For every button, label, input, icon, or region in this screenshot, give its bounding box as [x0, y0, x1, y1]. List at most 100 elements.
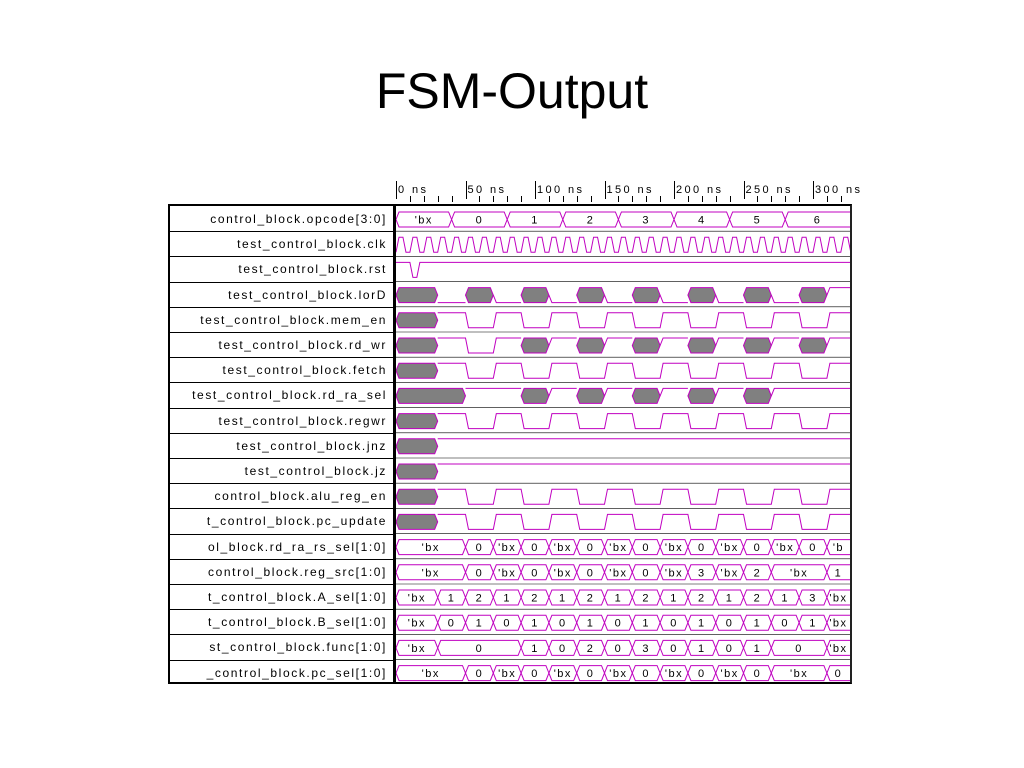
bus-value: 'bx	[665, 668, 683, 680]
bus-value: 1	[531, 215, 539, 227]
bus-value: 1	[642, 618, 650, 630]
signal-name[interactable]: test_control_block.clk	[237, 237, 387, 252]
time-minor-tick	[729, 196, 731, 202]
unknown-region	[687, 387, 717, 404]
signal-name[interactable]: test_control_block.jz	[244, 464, 387, 478]
row-separator	[170, 508, 393, 510]
bus-value: 3	[642, 643, 650, 655]
time-minor-tick	[799, 196, 801, 202]
bus-value: 'bx	[720, 542, 738, 554]
bus-value: 0	[476, 215, 484, 227]
bus-value: 0	[726, 643, 734, 655]
bit-wave	[437, 287, 850, 304]
time-minor-tick	[437, 196, 439, 202]
bus-value: 0	[670, 643, 678, 655]
unknown-region	[742, 337, 772, 354]
time-minor-tick	[493, 196, 495, 202]
bus-value: 'bx	[609, 668, 627, 680]
signal-name[interactable]: t_control_block.pc_update	[206, 514, 387, 529]
time-minor-tick	[576, 196, 578, 202]
time-minor-tick	[409, 196, 411, 202]
row-separator	[170, 483, 393, 485]
bus-value: 1	[531, 618, 539, 630]
bus-value: 0	[642, 542, 650, 554]
bus-value: 0	[476, 643, 484, 655]
bus-value: 2	[531, 593, 539, 605]
unknown-region	[520, 387, 550, 404]
time-minor-tick	[715, 196, 717, 202]
bus-value: 0	[531, 542, 539, 554]
time-minor-tick	[451, 196, 453, 202]
bus-value: 'bx	[720, 668, 738, 680]
row-separator	[170, 357, 393, 359]
time-minor-tick	[826, 196, 828, 202]
bus-value: 'bx	[609, 542, 627, 554]
bus-value: 1	[698, 618, 706, 630]
bus-value: 0	[698, 542, 706, 554]
unknown-region	[520, 287, 550, 304]
signal-name[interactable]: control_block.alu_reg_en	[214, 489, 387, 504]
bus-value: 'bx	[829, 618, 847, 630]
bus-value: 2	[698, 593, 706, 605]
bus-value: 0	[476, 542, 484, 554]
row-separator	[170, 382, 393, 384]
time-tick: 100 ns	[535, 181, 584, 199]
bus-segment	[826, 589, 850, 606]
bus-value: 'bx	[829, 593, 847, 605]
time-minor-tick	[757, 196, 759, 202]
bus-value: 4	[698, 215, 706, 227]
time-minor-tick	[840, 196, 842, 202]
bus-value: 'bx	[790, 668, 808, 680]
bus-value: 1	[726, 593, 734, 605]
unknown-region	[396, 413, 439, 430]
signal-name[interactable]: test_control_block.regwr	[218, 413, 387, 428]
signal-name[interactable]: control_block.reg_src[1:0]	[207, 564, 387, 579]
unknown-region	[631, 387, 661, 404]
bus-value: 2	[754, 567, 762, 579]
signal-name[interactable]: test_control_block.rd_ra_sel	[192, 388, 387, 403]
signal-name[interactable]: test_control_block.rd_wr	[218, 338, 387, 352]
bus-value: 'bx	[790, 567, 808, 579]
signal-name[interactable]: ol_block.rd_ra_rs_sel[1:0]	[207, 539, 387, 554]
signal-name[interactable]: st_control_block.func[1:0]	[209, 640, 387, 655]
bus-value: 2	[587, 593, 595, 605]
signal-name[interactable]: test_control_block.rst	[238, 262, 387, 277]
signal-name[interactable]: t_control_block.A_sel[1:0]	[207, 590, 387, 604]
bus-value: 1	[559, 593, 567, 605]
signal-name[interactable]: test_control_block.fetch	[222, 363, 387, 378]
row-separator	[170, 332, 393, 333]
bus-value: 5	[754, 215, 762, 227]
time-minor-tick	[507, 196, 509, 202]
bus-value: 'bx	[408, 618, 426, 630]
bit-wave	[437, 362, 850, 379]
time-tick: 200 ns	[674, 181, 723, 199]
bus-value: 2	[587, 215, 595, 227]
signal-name[interactable]: t_control_block.B_sel[1:0]	[207, 615, 387, 630]
signal-name[interactable]: test_control_block.mem_en	[200, 312, 387, 327]
time-tick: 50 ns	[465, 181, 507, 199]
bus-value: 0	[698, 668, 706, 680]
bus-value: 2	[587, 643, 595, 655]
bus-value: 'bx	[422, 668, 440, 680]
bus-value: 1	[670, 593, 678, 605]
unknown-region	[687, 287, 717, 304]
signal-name[interactable]: test_control_block.lorD	[228, 287, 387, 302]
bus-value: 0	[642, 668, 650, 680]
bus-value: 0	[670, 618, 678, 630]
bus-value: 'bx	[422, 567, 440, 579]
bus-value: 'bx	[609, 567, 627, 579]
signal-name[interactable]: test_control_block.jnz	[236, 438, 387, 453]
signal-name[interactable]: control_block.opcode[3:0]	[210, 212, 387, 226]
bus-value: 'bx	[665, 567, 683, 579]
bus-value: 2	[754, 593, 762, 605]
time-tick: 150 ns	[604, 181, 654, 199]
bus-value: 'bx	[665, 542, 683, 554]
bus-value: 1	[809, 618, 817, 630]
time-minor-tick	[521, 196, 523, 202]
bus-value: 0	[531, 668, 539, 680]
bus-value: 2	[642, 593, 650, 605]
bus-value: 0	[587, 567, 595, 579]
signal-name[interactable]: _control_block.pc_sel[1:0]	[206, 665, 387, 680]
